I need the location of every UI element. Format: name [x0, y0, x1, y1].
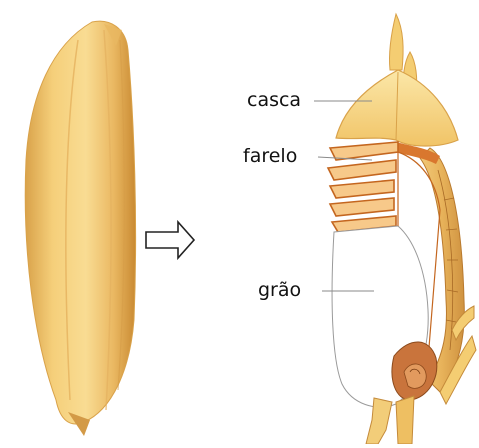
germ: [392, 342, 437, 400]
label-farelo: farelo: [243, 147, 297, 166]
whole-rice-grain: [25, 21, 135, 436]
label-casca: casca: [247, 91, 301, 110]
bran-layers: [328, 142, 398, 232]
grain-cross-section: [314, 14, 476, 444]
outline-right-arrow-icon: [146, 222, 194, 258]
label-grao: grão: [258, 281, 301, 300]
